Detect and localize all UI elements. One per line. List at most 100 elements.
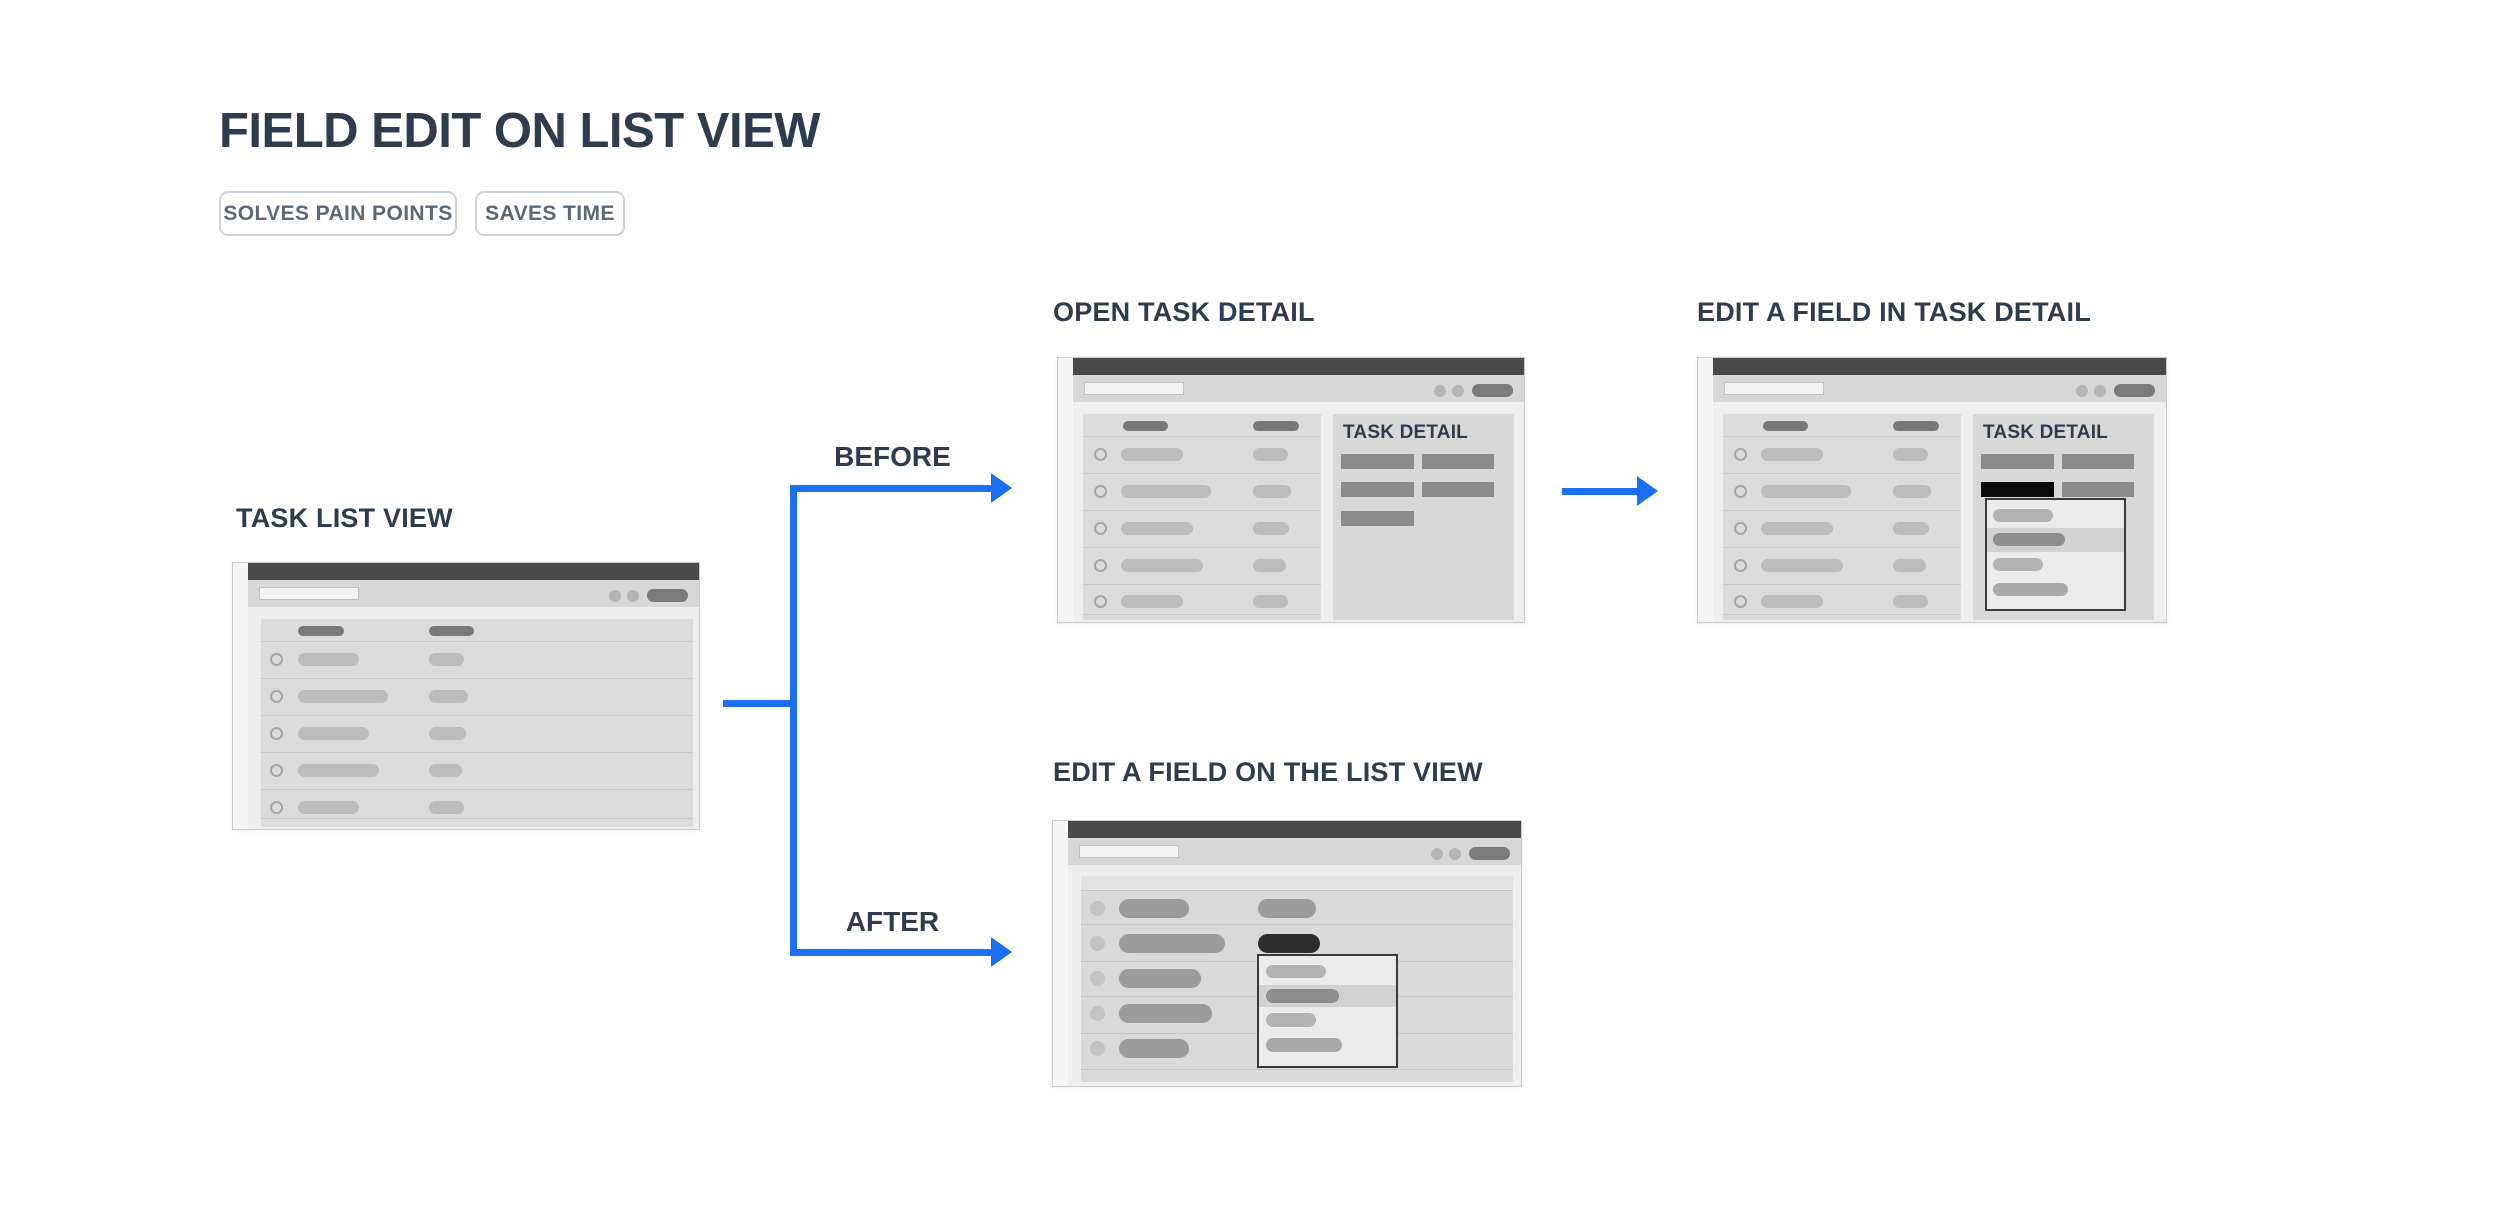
cell-placeholder xyxy=(1253,595,1288,608)
cell-placeholder xyxy=(298,764,379,777)
cell-placeholder xyxy=(1893,559,1926,572)
next-step-arrow-line xyxy=(1562,488,1638,495)
before-arrow-head-icon xyxy=(991,473,1012,503)
row-divider xyxy=(261,715,693,716)
row-checkbox-icon xyxy=(1090,936,1105,951)
row-checkbox-icon xyxy=(1734,485,1747,498)
column-header-placeholder xyxy=(1763,421,1808,431)
field-dropdown-menu xyxy=(1985,498,2126,611)
window-menu-pill-icon xyxy=(1472,384,1513,397)
row-checkbox-icon xyxy=(1734,559,1747,572)
row-checkbox-icon xyxy=(1090,1006,1105,1021)
row-checkbox-icon xyxy=(270,764,283,777)
dropdown-option-placeholder xyxy=(1266,989,1339,1003)
row-checkbox-icon xyxy=(1090,971,1105,986)
cell-placeholder xyxy=(1121,595,1183,608)
cell-placeholder xyxy=(1119,934,1225,953)
cell-placeholder xyxy=(1119,899,1189,918)
window-title-bar xyxy=(248,563,699,580)
field-placeholder xyxy=(2062,454,2134,469)
row-divider xyxy=(1723,473,1961,474)
window-control-dot-icon xyxy=(2076,385,2088,397)
task-table xyxy=(1083,414,1321,620)
row-divider xyxy=(1083,510,1321,511)
row-divider xyxy=(261,818,693,819)
cell-placeholder xyxy=(1121,448,1183,461)
cell-placeholder xyxy=(1893,522,1929,535)
row-checkbox-icon xyxy=(270,801,283,814)
dropdown-option-placeholder xyxy=(1993,509,2053,522)
row-checkbox-icon xyxy=(1094,595,1107,608)
window-menu-pill-icon xyxy=(1469,847,1510,860)
edit-field-list-view-label: EDIT A FIELD ON THE LIST VIEW xyxy=(1053,757,1483,787)
window-toolbar xyxy=(1068,838,1521,865)
after-arrow-head-icon xyxy=(991,937,1012,967)
row-divider xyxy=(1081,924,1513,925)
cell-placeholder xyxy=(1253,485,1291,498)
row-checkbox-icon xyxy=(1090,901,1105,916)
window-control-dot-icon xyxy=(1431,848,1443,860)
badge-label: SOLVES PAIN POINTS xyxy=(223,201,453,225)
cell-placeholder xyxy=(1253,522,1289,535)
badge-solves-pain-points: SOLVES PAIN POINTS xyxy=(219,191,457,236)
address-bar xyxy=(1084,382,1184,395)
cell-placeholder xyxy=(429,690,468,703)
window-content: TASK DETAIL xyxy=(1713,358,2166,622)
cell-placeholder xyxy=(429,653,464,666)
row-divider xyxy=(1723,436,1961,437)
row-checkbox-icon xyxy=(1090,1041,1105,1056)
task-detail-panel-title: TASK DETAIL xyxy=(1343,422,1468,443)
window-content xyxy=(1068,821,1521,1086)
cell-placeholder xyxy=(298,690,388,703)
row-divider xyxy=(1723,614,1961,615)
task-detail-panel: TASK DETAIL xyxy=(1973,414,2154,620)
cell-placeholder xyxy=(1119,1004,1212,1023)
window-title-bar xyxy=(1073,358,1524,375)
window-body xyxy=(248,607,699,829)
edit-field-task-detail-mockup: TASK DETAIL xyxy=(1697,357,2167,623)
cell-placeholder xyxy=(1253,559,1286,572)
cell-placeholder xyxy=(1761,522,1833,535)
edit-field-task-detail-label: EDIT A FIELD IN TASK DETAIL xyxy=(1697,297,2091,327)
window-toolbar xyxy=(248,580,699,607)
row-checkbox-icon xyxy=(1094,559,1107,572)
window-content: TASK DETAIL xyxy=(1073,358,1524,622)
cell-placeholder xyxy=(429,801,464,814)
window-menu-pill-icon xyxy=(2114,384,2155,397)
open-task-detail-label: OPEN TASK DETAIL xyxy=(1053,297,1315,327)
after-arrow-label: AFTER xyxy=(845,906,940,937)
row-divider xyxy=(1083,614,1321,615)
field-dropdown-menu xyxy=(1257,954,1398,1068)
task-detail-panel-title: TASK DETAIL xyxy=(1983,422,2108,443)
selected-field xyxy=(1981,482,2054,497)
before-arrow-label: BEFORE xyxy=(834,441,951,472)
column-header-placeholder xyxy=(1893,421,1939,431)
row-divider xyxy=(261,641,693,642)
address-bar xyxy=(1079,845,1179,858)
cell-placeholder xyxy=(1893,485,1931,498)
field-placeholder xyxy=(1422,482,1494,497)
row-divider xyxy=(1723,547,1961,548)
window-body: TASK DETAIL xyxy=(1713,402,2166,622)
selected-field xyxy=(1258,934,1320,953)
edit-field-list-view-mockup xyxy=(1052,820,1522,1087)
window-title-bar xyxy=(1713,358,2166,375)
row-divider xyxy=(1083,436,1321,437)
next-step-arrow-head-icon xyxy=(1637,476,1658,506)
window-control-dot-icon xyxy=(609,590,621,602)
field-placeholder xyxy=(1341,482,1414,497)
cell-placeholder xyxy=(298,801,359,814)
window-toolbar xyxy=(1713,375,2166,402)
window-toolbar xyxy=(1073,375,1524,402)
dropdown-option-placeholder xyxy=(1993,583,2068,596)
window-control-dot-icon xyxy=(1452,385,1464,397)
cell-placeholder xyxy=(1121,485,1211,498)
dropdown-option-placeholder xyxy=(1266,1013,1316,1027)
window-control-dot-icon xyxy=(1449,848,1461,860)
field-placeholder xyxy=(1341,454,1414,469)
window-control-dot-icon xyxy=(1434,385,1446,397)
badge-saves-time: SAVES TIME xyxy=(475,191,625,236)
window-control-dot-icon xyxy=(2094,385,2106,397)
address-bar xyxy=(1724,382,1824,395)
